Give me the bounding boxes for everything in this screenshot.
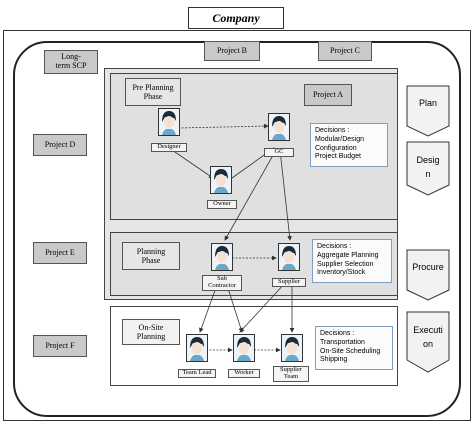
owner-label: Owner	[207, 200, 237, 209]
planning-label: Planning Phase	[122, 242, 180, 270]
owner-actor	[210, 166, 232, 199]
worker-actor	[233, 334, 255, 367]
decision-line: Decisions :	[317, 243, 352, 250]
decision-line: Configuration	[315, 144, 357, 152]
sub-contractor-label: Sub Contractor	[202, 275, 242, 291]
designer-actor	[158, 108, 180, 141]
designer-owner-link	[167, 145, 214, 179]
project-c-box: Project C	[318, 41, 372, 61]
designer-label: Designer	[151, 143, 187, 152]
decision-line: Shipping	[320, 356, 348, 364]
procure-stage-label: Procure	[412, 262, 444, 272]
team-lead-actor	[186, 334, 208, 367]
supplier-team-actor	[281, 334, 303, 367]
gc-supplier-link	[279, 149, 292, 241]
decision-line: Transportation	[320, 338, 365, 346]
person-portrait-icon	[211, 243, 233, 271]
gc-actor	[268, 113, 290, 146]
plan-stage-label: Plan	[418, 98, 437, 108]
project-d-box: Project D	[33, 134, 87, 156]
pre-planning-decisions: Decisions : Modular/Design Configuration…	[310, 123, 388, 167]
decision-line: Supplier Selection	[317, 260, 374, 268]
person-portrait-icon	[158, 108, 180, 136]
pre-planning-label: Pre Planning Phase	[125, 78, 181, 106]
person-portrait-icon	[210, 166, 232, 194]
team-lead-label: Team Lead	[178, 369, 216, 378]
procure-stage-arrow	[406, 249, 450, 301]
supplier-actor	[278, 243, 300, 276]
on-site-decisions: Decisions : Transportation On-Site Sched…	[315, 326, 393, 370]
worker-label: Worker	[228, 369, 260, 378]
person-portrait-icon	[281, 334, 303, 362]
design-stage-label: Desig n	[416, 155, 440, 179]
person-portrait-icon	[186, 334, 208, 362]
decision-line: Inventory/Stock	[317, 269, 366, 277]
planning-decisions: Decisions : Aggregate Planning Supplier …	[312, 239, 392, 283]
supplier-label: Supplier	[272, 278, 306, 287]
decision-line: Aggregate Planning	[317, 251, 379, 259]
designer-gc-link	[173, 123, 269, 131]
sub-contractor-actor	[211, 243, 233, 276]
execution-stage-label: Executi on	[413, 325, 443, 349]
project-e-box: Project E	[33, 242, 87, 264]
long-term-scp-box: Long- term SCP	[44, 50, 98, 74]
person-portrait-icon	[278, 243, 300, 271]
supplier-team-label: Supplier Team	[273, 366, 309, 382]
supplier-worker-link	[239, 281, 287, 333]
decision-line: Decisions :	[315, 127, 350, 134]
project-f-box: Project F	[33, 335, 87, 357]
decision-line: Decisions :	[320, 330, 355, 337]
execution-stage-arrow	[406, 311, 450, 373]
decision-line: Project Budget	[315, 153, 361, 161]
decision-line: On-Site Scheduling	[320, 347, 381, 355]
on-site-label: On-Site Planning	[122, 319, 180, 345]
company-label: Company	[188, 7, 284, 29]
project-a-box: Project A	[304, 84, 352, 106]
project-b-box: Project B	[204, 41, 260, 61]
decision-line: Modular/Design	[315, 135, 365, 143]
gc-subcontractor-link	[224, 149, 277, 241]
person-portrait-icon	[268, 113, 290, 141]
plan-stage-arrow	[406, 85, 450, 137]
design-stage-arrow	[406, 141, 450, 196]
gc-label: GC	[264, 148, 294, 157]
person-portrait-icon	[233, 334, 255, 362]
